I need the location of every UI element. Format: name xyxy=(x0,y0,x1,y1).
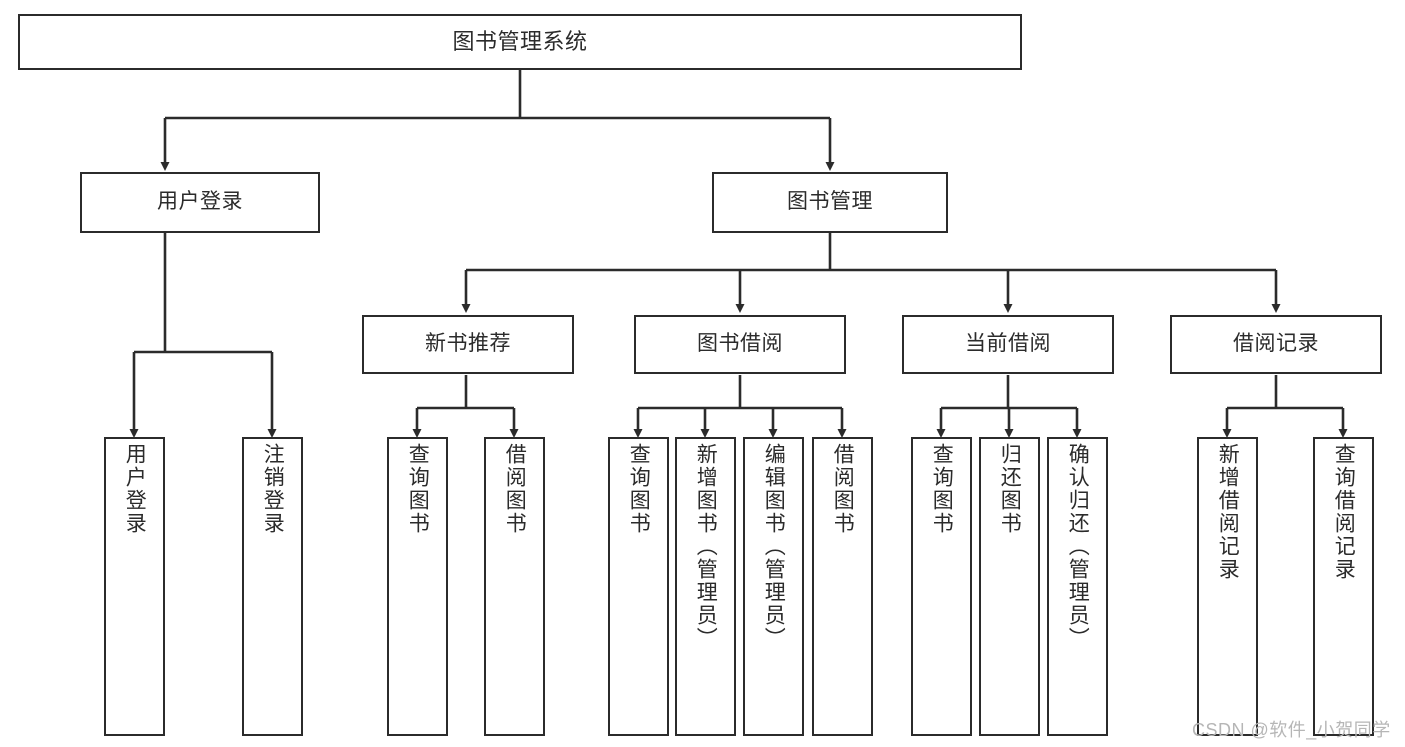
node-leaf-borrow-book-1-label: 借阅图书 xyxy=(503,443,527,535)
node-leaf-add-book-label: 新增图书（管理员） xyxy=(694,443,718,650)
node-leaf-add-record-label: 新增借阅记录 xyxy=(1216,443,1240,581)
node-leaf-borrow-book-2[interactable]: 借阅图书 xyxy=(812,437,873,736)
node-new-book-recommend[interactable]: 新书推荐 xyxy=(362,315,574,374)
node-new-book-recommend-label: 新书推荐 xyxy=(425,332,511,356)
node-leaf-add-record[interactable]: 新增借阅记录 xyxy=(1197,437,1258,736)
node-leaf-query-record-label: 查询借阅记录 xyxy=(1332,443,1356,581)
node-leaf-user-login-label: 用户登录 xyxy=(123,443,147,535)
node-leaf-add-book[interactable]: 新增图书（管理员） xyxy=(675,437,736,736)
node-root[interactable]: 图书管理系统 xyxy=(18,14,1022,70)
node-borrow-record[interactable]: 借阅记录 xyxy=(1170,315,1382,374)
node-leaf-return-book-label: 归还图书 xyxy=(998,443,1022,535)
node-book-manage-label: 图书管理 xyxy=(787,190,873,214)
node-leaf-user-logout-label: 注销登录 xyxy=(261,443,285,535)
node-root-label: 图书管理系统 xyxy=(452,28,588,54)
node-user-login-label: 用户登录 xyxy=(157,190,243,214)
node-book-manage[interactable]: 图书管理 xyxy=(712,172,948,233)
node-leaf-query-book-3[interactable]: 查询图书 xyxy=(911,437,972,736)
node-leaf-query-book-1-label: 查询图书 xyxy=(406,443,430,535)
node-leaf-query-book-3-label: 查询图书 xyxy=(930,443,954,535)
node-leaf-query-book-2[interactable]: 查询图书 xyxy=(608,437,669,736)
node-book-borrow[interactable]: 图书借阅 xyxy=(634,315,846,374)
node-leaf-confirm-return-label: 确认归还（管理员） xyxy=(1066,443,1090,650)
node-leaf-edit-book-label: 编辑图书（管理员） xyxy=(762,443,786,650)
node-book-borrow-label: 图书借阅 xyxy=(697,332,783,356)
watermark: CSDN @软件_小贺同学 xyxy=(1192,720,1391,740)
node-leaf-user-login[interactable]: 用户登录 xyxy=(104,437,165,736)
node-leaf-return-book[interactable]: 归还图书 xyxy=(979,437,1040,736)
node-leaf-borrow-book-2-label: 借阅图书 xyxy=(831,443,855,535)
node-leaf-edit-book[interactable]: 编辑图书（管理员） xyxy=(743,437,804,736)
node-leaf-query-book-1[interactable]: 查询图书 xyxy=(387,437,448,736)
node-current-borrow[interactable]: 当前借阅 xyxy=(902,315,1114,374)
node-leaf-borrow-book-1[interactable]: 借阅图书 xyxy=(484,437,545,736)
node-leaf-query-book-2-label: 查询图书 xyxy=(627,443,651,535)
node-leaf-user-logout[interactable]: 注销登录 xyxy=(242,437,303,736)
node-current-borrow-label: 当前借阅 xyxy=(965,332,1051,356)
node-leaf-confirm-return[interactable]: 确认归还（管理员） xyxy=(1047,437,1108,736)
node-borrow-record-label: 借阅记录 xyxy=(1233,332,1319,356)
node-leaf-query-record[interactable]: 查询借阅记录 xyxy=(1313,437,1374,736)
node-user-login[interactable]: 用户登录 xyxy=(80,172,320,233)
